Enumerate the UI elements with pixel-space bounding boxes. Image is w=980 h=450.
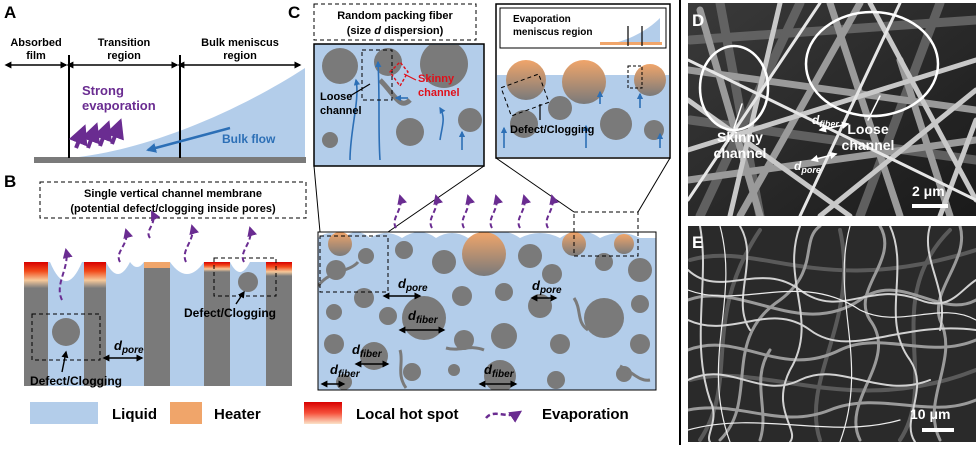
random-packing-line-1: Random packing fiber [337,10,453,22]
panel-b-title-box [39,181,307,219]
transition-label-2: region [107,50,141,62]
defect-box-left [31,313,101,361]
panel-b: B Single vertical channel membrane (pote… [4,172,307,388]
legend-hot-spot-label: Local hot spot [356,406,459,423]
svg-text:dpore: dpore [398,276,428,294]
svg-text:dfiber: dfiber [330,362,361,380]
random-packing-line-2: (size d dispersion) [347,25,444,37]
inset-loose-label-2: channel [320,105,362,117]
bulk-flow-arrow [146,126,231,153]
svg-text:dfiber: dfiber [352,342,383,360]
sem-d-scale-bar [912,204,948,208]
evap-meniscus-label-1: Evaporation [513,14,571,25]
panel-e-sem: E 10 μm [688,226,976,442]
sem-e-scale-label: 10 μm [910,406,950,422]
panel-d-label: D [692,11,704,30]
sem-skinny-label-1: Skinny [717,129,763,145]
substrate [34,157,306,163]
legend: Liquid Heater Local hot spot Evaporation [30,402,629,424]
channel-menisci [50,262,250,281]
random-fiber-packing: dpore dpore dfiber dfiber dfiber dfiber [317,211,657,391]
evaporation-arrows-b [58,210,257,301]
svg-text:dfiber: dfiber [408,308,439,326]
inset-loose-label-1: Loose [320,91,352,103]
inset-loose-skinny: Skinny channel Loose channel [313,43,485,167]
panel-e-label: E [692,233,703,252]
legend-liquid-swatch [30,402,98,424]
transition-label-1: Transition [98,37,151,49]
panel-b-title-line-1: Single vertical channel membrane [84,188,262,200]
strong-evaporation-label-1: Strong [82,83,124,98]
defect-label-left: Defect/Clogging [30,374,122,388]
sem-e-scale-bar [922,428,954,432]
svg-text:dpore: dpore [532,278,562,296]
strong-evaporation-arrows [68,118,124,149]
legend-liquid-label: Liquid [112,406,157,423]
d-labels-c: dpore dpore dfiber dfiber dfiber dfiber [320,276,562,388]
evaporation-arrows-c [393,194,559,229]
d-pore-label-b: dpore [114,338,144,356]
defect-blob-right [238,272,258,292]
defect-box-right [213,257,277,297]
membrane-walls [24,262,292,386]
sem-loose-label-2: channel [842,137,895,153]
panel-b-title-line-2: (potential defect/clogging inside pores) [70,203,276,215]
panel-b-label: B [4,172,16,191]
absorbed-film-label-1: Absorbed [10,37,61,49]
panel-c-label: C [288,3,300,22]
inset-skinny-label-2: channel [418,87,460,99]
random-packing-box [313,3,477,41]
legend-hot-spot-swatch [304,402,342,424]
strong-evaporation-label-2: evaporation [82,98,156,113]
panel-a-label: A [4,3,16,22]
legend-evaporation-label: Evaporation [542,406,629,423]
defect-label-right: Defect/Clogging [184,306,276,320]
svg-text:dfiber: dfiber [484,362,515,380]
panel-d-sem: D Skinny channel Loose channel dfiber dp… [688,3,976,216]
panel-a: A Absorbed film Transition region Bulk m… [4,3,306,163]
bulk-meniscus-label-2: region [223,50,257,62]
sem-d-fiber-label: dfiber [812,113,839,129]
inset-skinny-label-1: Skinny [418,73,455,85]
inset-defect-label: Defect/Clogging [510,124,594,136]
defect-blob-left [52,318,80,346]
bulk-meniscus-label-1: Bulk meniscus [201,37,279,49]
legend-heater-swatch [170,402,202,424]
defect-pointer-left [61,350,69,373]
zoom-connectors [313,157,671,233]
absorbed-film-label-2: film [26,50,46,62]
legend-heater-label: Heater [214,406,261,423]
sem-loose-label-1: Loose [847,121,888,137]
legend-evaporation-arrow [485,410,523,423]
meniscus-liquid [34,68,305,158]
bulk-flow-label: Bulk flow [222,132,276,146]
evap-meniscus-label-2: meniscus region [513,27,592,38]
sem-d-pore-label: dpore [794,159,821,175]
inset-evaporation: Evaporation meniscus region [495,3,671,159]
panel-c: C Random packing fiber (size d dispersio… [288,3,671,391]
sem-d-scale-label: 2 μm [912,183,945,199]
defect-pointer-right [235,290,245,305]
sem-skinny-label-2: channel [714,145,767,161]
